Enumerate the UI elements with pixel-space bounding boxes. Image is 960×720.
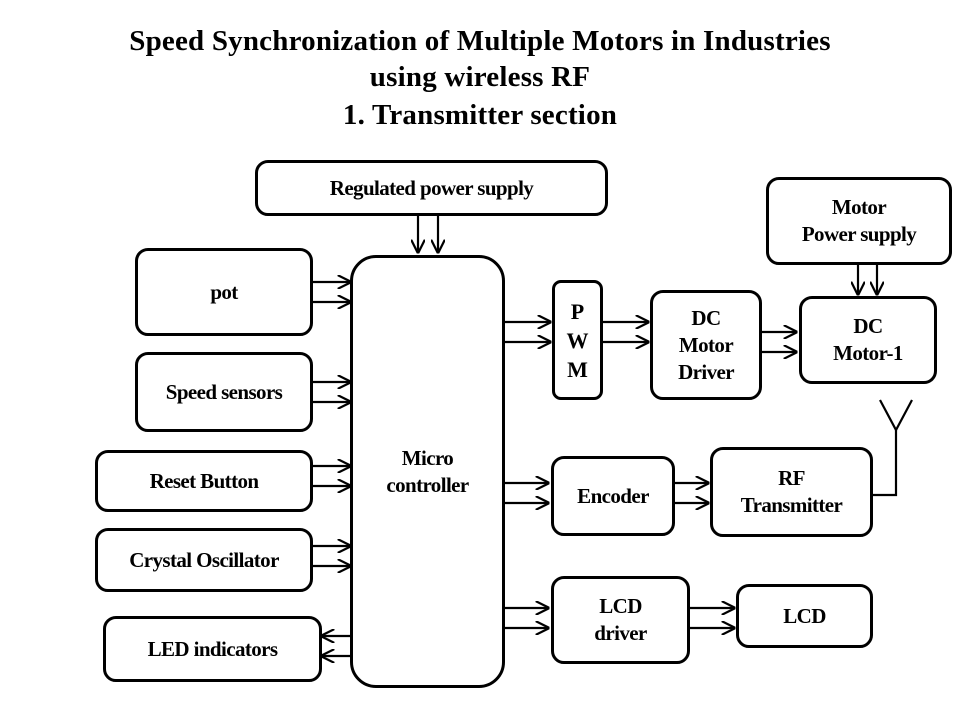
pot-block: pot bbox=[135, 248, 313, 336]
title-line-2: using wireless RF bbox=[369, 61, 591, 93]
dc-motor-1-block: DC Motor-1 bbox=[799, 296, 937, 384]
pwm-letter-w: W bbox=[566, 327, 589, 353]
dc-motor-driver-label-3: Driver bbox=[678, 359, 734, 384]
lcd-driver-label-1: LCD bbox=[599, 594, 642, 618]
crystal-oscillator-block: Crystal Oscillator bbox=[95, 528, 313, 592]
speed-sensors-label: Speed sensors bbox=[165, 379, 283, 404]
title-line-3: 1. Transmitter section bbox=[342, 99, 618, 131]
pot-label: pot bbox=[210, 279, 238, 304]
pwm-letter-p: P bbox=[570, 298, 585, 324]
motor-power-supply-block: Motor Power supply bbox=[766, 177, 952, 265]
rf-transmitter-block: RF Transmitter bbox=[710, 447, 873, 537]
antenna-wire bbox=[873, 430, 898, 497]
speed-sensors-block: Speed sensors bbox=[135, 352, 313, 432]
motor-power-supply-label-2: Power supply bbox=[801, 222, 917, 246]
dc-motor-1-label-2: Motor-1 bbox=[833, 341, 903, 365]
dc-motor-driver-label-1: DC bbox=[691, 305, 721, 330]
title-line-1: Speed Synchronization of Multiple Motors… bbox=[129, 25, 831, 57]
reset-button-label: Reset Button bbox=[149, 468, 259, 493]
lcd-label: LCD bbox=[783, 603, 826, 628]
lcd-driver-block: LCD driver bbox=[551, 576, 690, 664]
crystal-oscillator-label: Crystal Oscillator bbox=[129, 547, 279, 572]
encoder-label: Encoder bbox=[577, 483, 649, 508]
regulated-power-supply-block: Regulated power supply bbox=[255, 160, 608, 216]
microcontroller-label-2: controller bbox=[386, 472, 469, 497]
motor-power-supply-label-1: Motor bbox=[831, 195, 887, 219]
dc-motor-driver-block: DC Motor Driver bbox=[650, 290, 762, 400]
encoder-block: Encoder bbox=[551, 456, 675, 536]
dc-motor-1-label-1: DC bbox=[853, 314, 883, 338]
rf-transmitter-label-1: RF bbox=[778, 466, 805, 490]
reset-button-block: Reset Button bbox=[95, 450, 313, 512]
lcd-driver-label-2: driver bbox=[594, 621, 647, 645]
antenna-icon bbox=[879, 399, 913, 433]
pwm-letter-m: M bbox=[567, 356, 588, 382]
microcontroller-label-1: Micro bbox=[401, 445, 454, 470]
microcontroller-block: Micro controller bbox=[350, 255, 505, 688]
dc-motor-driver-label-2: Motor bbox=[678, 332, 734, 357]
led-indicators-label: LED indicators bbox=[147, 636, 278, 661]
led-indicators-block: LED indicators bbox=[103, 616, 322, 682]
pwm-block: P W M bbox=[552, 280, 603, 400]
rf-transmitter-label-2: Transmitter bbox=[740, 493, 843, 517]
regulated-power-supply-label: Regulated power supply bbox=[329, 175, 534, 200]
lcd-block: LCD bbox=[736, 584, 873, 648]
